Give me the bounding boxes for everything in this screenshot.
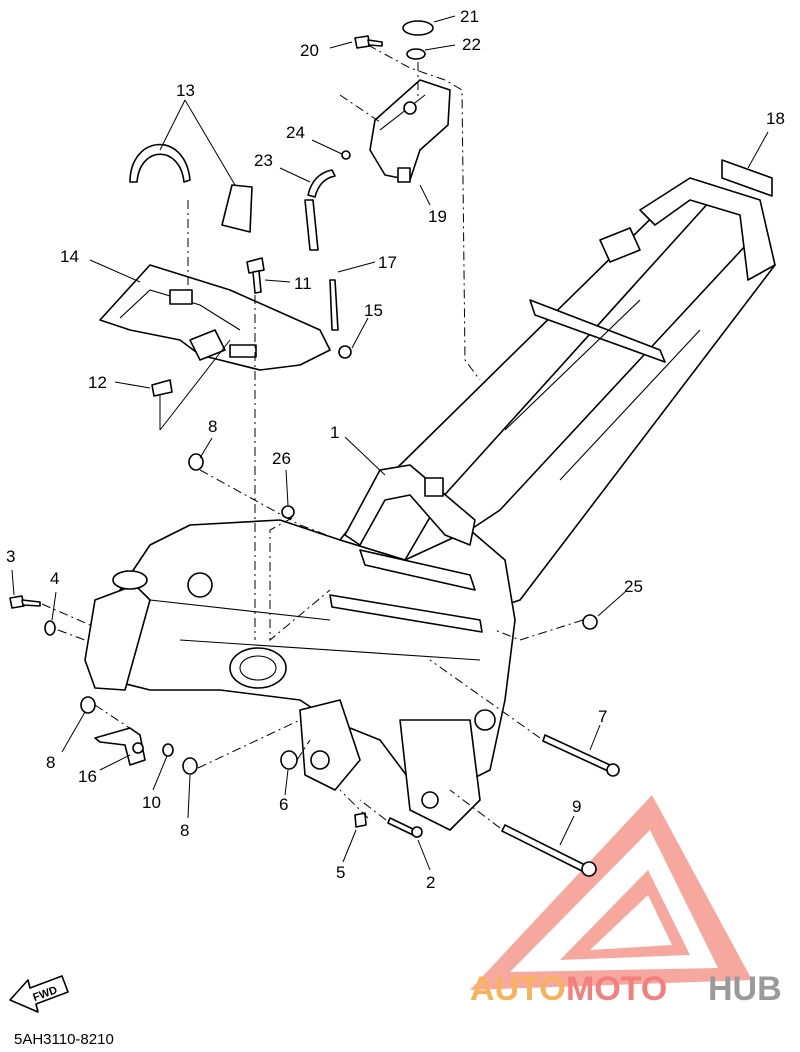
callout-3: 3 bbox=[6, 547, 15, 566]
callout-16: 16 bbox=[78, 767, 97, 786]
callout-25: 25 bbox=[624, 577, 643, 596]
assembly-lines bbox=[41, 44, 584, 829]
watermark-hub: HUB bbox=[708, 970, 782, 1008]
callout-2: 2 bbox=[426, 873, 435, 892]
callout-4: 4 bbox=[50, 569, 59, 588]
callout-5: 5 bbox=[336, 863, 345, 882]
callout-23: 23 bbox=[254, 151, 273, 170]
callout-18: 18 bbox=[766, 109, 785, 128]
callout-8-left: 8 bbox=[46, 753, 55, 772]
watermark-text: AUTO MOTO HUB bbox=[470, 970, 782, 1008]
callout-17: 17 bbox=[378, 253, 397, 272]
tank-bracket-assembly bbox=[99, 264, 331, 371]
callout-13: 13 bbox=[176, 81, 195, 100]
callout-11: 11 bbox=[294, 274, 312, 293]
fwd-arrow-icon: FWD bbox=[9, 975, 69, 1013]
callout-20: 20 bbox=[300, 41, 319, 60]
watermark-logo-icon bbox=[470, 795, 752, 990]
coolant-reservoir bbox=[369, 79, 451, 183]
callout-15: 15 bbox=[364, 301, 383, 320]
callout-1: 1 bbox=[330, 423, 339, 442]
callout-8-top: 8 bbox=[208, 417, 217, 436]
callout-labels: 21 20 22 13 24 23 19 18 14 11 17 15 12 8… bbox=[6, 7, 785, 892]
callout-14: 14 bbox=[60, 247, 79, 266]
callout-12: 12 bbox=[88, 373, 107, 392]
rubber-strap bbox=[129, 143, 253, 233]
callout-26: 26 bbox=[272, 449, 291, 468]
watermark-moto: MOTO bbox=[566, 970, 667, 1008]
callout-6: 6 bbox=[279, 795, 288, 814]
main-frame bbox=[84, 177, 776, 831]
callout-19: 19 bbox=[428, 207, 447, 226]
callout-22: 22 bbox=[462, 35, 481, 54]
callout-24: 24 bbox=[286, 123, 305, 142]
hardware-parts bbox=[9, 20, 773, 877]
callout-21: 21 bbox=[460, 7, 479, 26]
callout-9: 9 bbox=[572, 797, 581, 816]
watermark-auto: AUTO bbox=[470, 970, 566, 1008]
callout-7: 7 bbox=[598, 707, 607, 726]
callout-10: 10 bbox=[142, 793, 161, 812]
leader-lines bbox=[11, 15, 769, 871]
drawing-code: 5AH3110-8210 bbox=[14, 1031, 114, 1048]
callout-8-bottom: 8 bbox=[180, 821, 189, 840]
